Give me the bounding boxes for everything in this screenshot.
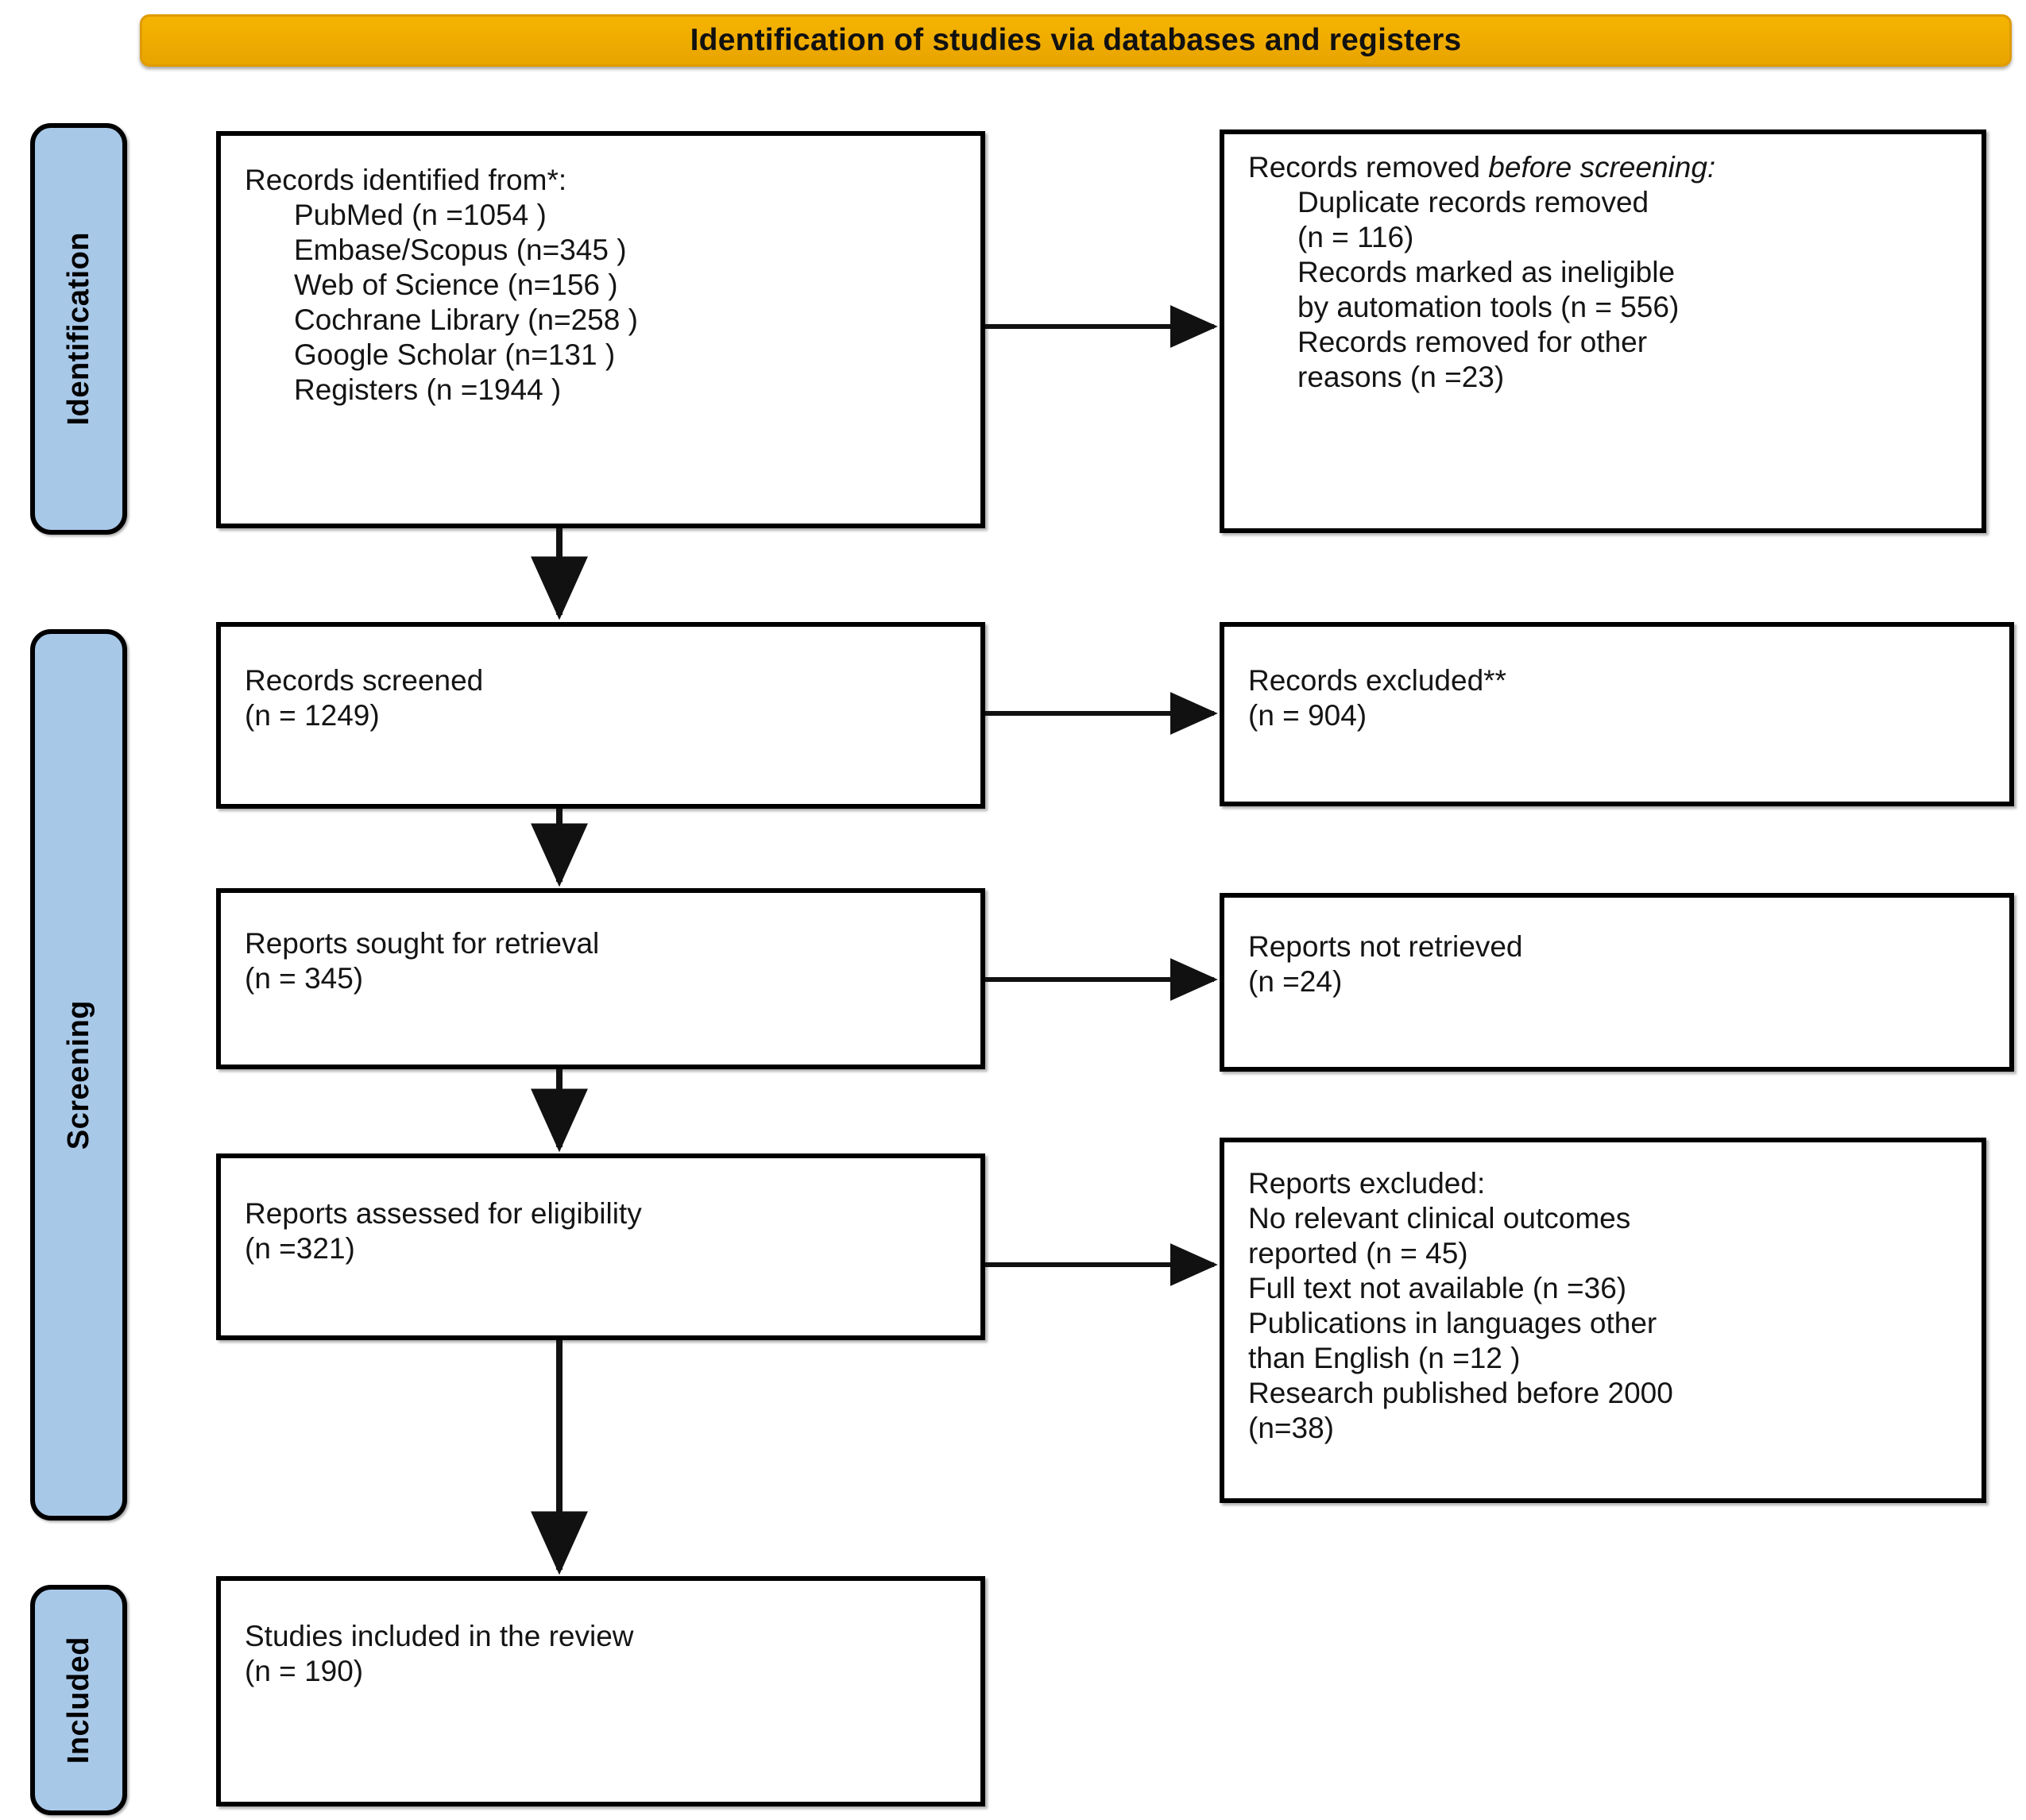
records-removed-duplicate-count: (n = 116) <box>1297 221 1414 254</box>
reports-not-retrieved-label: Reports not retrieved <box>1248 930 1523 963</box>
reports-excluded-reason-year-line2: (n=38) <box>1248 1412 1334 1445</box>
records-removed-ineligible-line2: by automation tools (n = 556) <box>1297 291 1680 324</box>
stage-label-screening: Screening <box>30 629 127 1521</box>
records-screened-count: (n = 1249) <box>245 699 380 732</box>
records-screened-label: Records screened <box>245 664 484 697</box>
stage-label-identification: Identification <box>30 123 127 535</box>
reports-excluded-reason-outcomes-line1: No relevant clinical outcomes <box>1248 1202 1631 1235</box>
reports-assessed-label: Reports assessed for eligibility <box>245 1197 642 1230</box>
records-excluded-count: (n = 904) <box>1248 699 1367 732</box>
box-records-screened: Records screened (n = 1249) <box>216 622 985 809</box>
box-records-removed-before-screening: Records removed before screening: Duplic… <box>1220 129 1986 533</box>
records-identified-source-google-scholar: Google Scholar (n=131 ) <box>294 338 616 372</box>
records-identified-source-registers: Registers (n =1944 ) <box>294 373 562 407</box>
diagram-title: Identification of studies via databases … <box>690 23 1462 57</box>
diagram-header-banner: Identification of studies via databases … <box>140 14 2012 67</box>
stage-label-identification-text: Identification <box>61 232 95 426</box>
records-identified-source-web-of-science: Web of Science (n=156 ) <box>294 269 618 302</box>
records-removed-duplicate-line1: Duplicate records removed <box>1297 186 1649 219</box>
reports-not-retrieved-count: (n =24) <box>1248 965 1343 999</box>
reports-excluded-reason-fulltext: Full text not available (n =36) <box>1248 1272 1627 1305</box>
box-reports-assessed-for-eligibility: Reports assessed for eligibility (n =321… <box>216 1153 985 1340</box>
stage-label-screening-text: Screening <box>61 999 95 1150</box>
reports-excluded-reason-language-line1: Publications in languages other <box>1248 1307 1657 1340</box>
box-reports-not-retrieved: Reports not retrieved (n =24) <box>1220 893 2014 1072</box>
box-studies-included: Studies included in the review (n = 190) <box>216 1576 985 1806</box>
records-removed-other-line2: reasons (n =23) <box>1297 361 1505 394</box>
records-removed-heading-plain: Records removed <box>1248 151 1489 184</box>
records-removed-other-line1: Records removed for other <box>1297 326 1648 359</box>
records-removed-heading: Records removed before screening: <box>1248 150 1964 185</box>
reports-assessed-count: (n =321) <box>245 1232 355 1265</box>
reports-excluded-reason-outcomes-line2: reported (n = 45) <box>1248 1237 1468 1270</box>
records-identified-source-cochrane-library: Cochrane Library (n=258 ) <box>294 303 638 337</box>
reports-excluded-reason-language-line2: than English (n =12 ) <box>1248 1342 1521 1375</box>
records-identified-heading: Records identified from*: <box>245 164 567 196</box>
records-identified-source-embase-scopus: Embase/Scopus (n=345 ) <box>294 234 627 267</box>
box-reports-excluded: Reports excluded: No relevant clinical o… <box>1220 1138 1986 1503</box>
stage-label-included-text: Included <box>61 1636 95 1764</box>
reports-excluded-reason-year-line1: Research published before 2000 <box>1248 1377 1673 1410</box>
studies-included-count: (n = 190) <box>245 1655 364 1688</box>
box-records-identified: Records identified from*: PubMed (n =105… <box>216 131 985 528</box>
records-identified-source-pubmed: PubMed (n =1054 ) <box>294 199 547 232</box>
records-removed-heading-italic: before screening: <box>1488 151 1716 184</box>
stage-label-included: Included <box>30 1585 127 1815</box>
box-records-excluded: Records excluded** (n = 904) <box>1220 622 2014 806</box>
box-reports-sought-for-retrieval: Reports sought for retrieval (n = 345) <box>216 888 985 1069</box>
reports-sought-label: Reports sought for retrieval <box>245 927 600 960</box>
records-excluded-label: Records excluded** <box>1248 664 1506 697</box>
reports-excluded-heading: Reports excluded: <box>1248 1167 1486 1200</box>
studies-included-label: Studies included in the review <box>245 1620 634 1652</box>
records-removed-ineligible-line1: Records marked as ineligible <box>1297 256 1676 289</box>
reports-sought-count: (n = 345) <box>245 962 364 995</box>
